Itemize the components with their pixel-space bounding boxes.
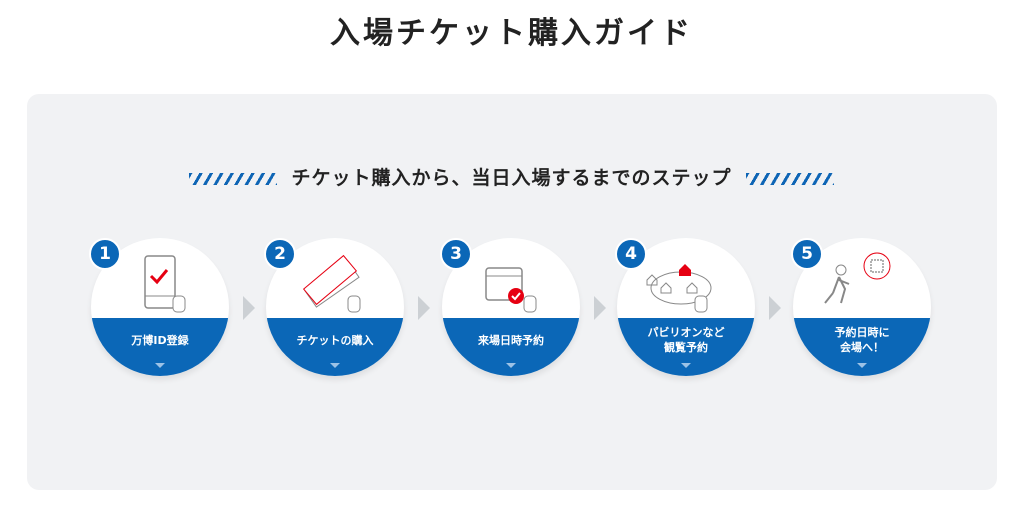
step-number-badge: 1 [89, 238, 121, 270]
caret-down-icon [857, 363, 867, 368]
arrow-right-icon [769, 296, 781, 320]
step-label: 万博ID登録 [131, 333, 189, 347]
page-title: 入場チケット購入ガイド [330, 16, 693, 51]
step-label-line2: 会場へ！ [840, 341, 884, 354]
step-label: パビリオンなど [647, 326, 725, 339]
step-label: チケットの購入 [296, 333, 374, 347]
section-heading: チケット購入から、当日入場するまでのステップ [0, 163, 1023, 190]
caret-down-icon [330, 363, 340, 368]
pavilion-map-icon [646, 264, 712, 313]
step-label: 来場日時予約 [478, 333, 544, 347]
caret-down-icon [506, 363, 516, 368]
caret-down-icon [155, 363, 165, 368]
stripe-decoration [189, 172, 278, 185]
arrow-right-icon [594, 296, 606, 320]
section-heading-text: チケット購入から、当日入場するまでのステップ [291, 167, 732, 189]
stripe-decoration [745, 172, 834, 185]
caret-down-icon [681, 363, 691, 368]
step-label-line2: 観覧予約 [664, 341, 708, 354]
step-number-badge: 4 [615, 238, 647, 270]
walking-qr-icon [824, 252, 891, 304]
step-number-badge: 2 [264, 238, 296, 270]
step-number-badge: 3 [440, 238, 472, 270]
step-label: 予約日時に [834, 326, 890, 339]
ticket-icon [302, 254, 361, 313]
smartphone-check-icon [144, 255, 186, 313]
arrow-right-icon [243, 296, 255, 320]
step-number-badge: 5 [791, 238, 823, 270]
arrow-right-icon [418, 296, 430, 320]
calendar-icon [485, 267, 537, 313]
